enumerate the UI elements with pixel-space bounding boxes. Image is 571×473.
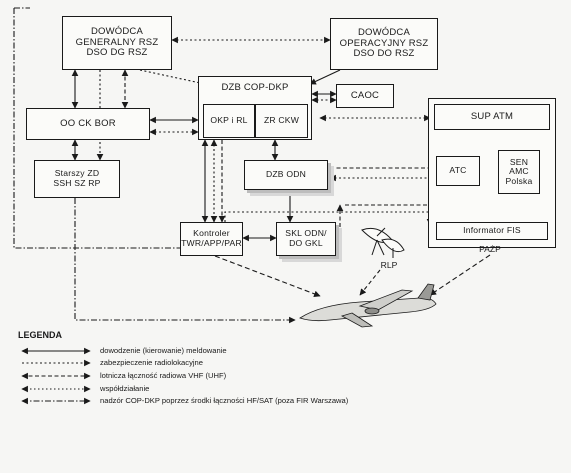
- link-hfsat: [13, 8, 191, 252]
- node-do-line3: DSO DO RSZ: [353, 48, 415, 60]
- legend-item-solid: dowodzenie (kierowanie) meldowanie: [18, 346, 558, 358]
- node-cop-title: DZB COP-DKP: [221, 82, 289, 93]
- node-starszy-zd: Starszy ZD SSH SZ RP: [34, 160, 120, 198]
- node-sup-atm: SUP ATM: [434, 104, 550, 130]
- radar-icon: [361, 227, 405, 258]
- node-sup-label: SUP ATM: [470, 110, 514, 122]
- node-starszy-line2: SSH SZ RP: [53, 178, 101, 188]
- node-odn-label: DZB ODN: [265, 169, 307, 180]
- node-okp-rl: OKP i RL: [203, 104, 255, 138]
- node-atc: ATC: [436, 156, 480, 186]
- legend-item-dashed: zabezpieczenie radiolokacyjne: [18, 358, 558, 370]
- node-rlp-label: RLP: [380, 260, 398, 270]
- node-fis-label: Informator FIS: [463, 225, 521, 236]
- node-starszy-line1: Starszy ZD: [54, 168, 100, 179]
- node-dg-line1: DOWÓDCA: [90, 26, 144, 38]
- node-skl-odn: SKL ODN/ DO GKL: [276, 222, 336, 256]
- link-kontroler-atc: [224, 184, 439, 222]
- node-sen-line2: AMC: [509, 166, 529, 177]
- legend-label: zabezpieczenie radiolokacyjne: [100, 358, 204, 367]
- legend-label: nadzór COP-DKP poprzez środki łączności …: [100, 396, 349, 405]
- link-odn-fis: [345, 204, 434, 226]
- link-do-cop: [309, 69, 341, 85]
- node-zr-ckw: ZR CKW: [255, 104, 308, 138]
- aircraft-icon: [299, 283, 437, 328]
- legend-item-dashed-long: lotnicza łączność radiowa VHF (UHF): [18, 371, 558, 383]
- link-kontroler-aircraft: [214, 255, 321, 297]
- legend-label: lotnicza łączność radiowa VHF (UHF): [100, 371, 227, 380]
- legend-label: dowodzenie (kierowanie) meldowanie: [100, 346, 227, 355]
- node-caoc-label: CAOC: [350, 89, 380, 101]
- node-do-line2: OPERACYJNY RSZ: [339, 37, 429, 49]
- node-skl-line2: DO GKL: [289, 238, 323, 248]
- node-skl-line1: SKL ODN/: [285, 228, 327, 239]
- node-kontroler-line1: Kontroler: [193, 228, 230, 239]
- legend-label: współdziałanie: [100, 384, 150, 393]
- node-dg-line2: GENERALNY RSZ: [75, 36, 159, 48]
- link-rlp-aircraft: [359, 269, 381, 296]
- node-pazp-label: PAŻP: [479, 244, 501, 254]
- legend-item-dashdot: nadzór COP-DKP poprzez środki łączności …: [18, 396, 558, 408]
- node-oo-ck-bor: OO CK BOR: [26, 108, 150, 140]
- node-dg-line3: DSO DG RSZ: [86, 47, 148, 59]
- node-dowodca-generalny: DOWÓDCA GENERALNY RSZ DSO DG RSZ: [62, 16, 172, 70]
- node-oo-label: OO CK BOR: [60, 117, 116, 129]
- node-atc-label: ATC: [449, 165, 467, 176]
- legend-title: LEGENDA: [18, 330, 63, 340]
- node-okp-label: OKP i RL: [210, 115, 248, 126]
- legend-item-dotted: współdziałanie: [18, 384, 558, 396]
- node-dowodca-operacyjny: DOWÓDCA OPERACYJNY RSZ DSO DO RSZ: [330, 18, 438, 70]
- node-zr-label: ZR CKW: [263, 115, 300, 126]
- node-informator-fis: Informator FIS: [436, 222, 548, 240]
- node-sen-line3: Polska: [505, 175, 533, 186]
- node-dzb-odn: DZB ODN: [244, 160, 328, 190]
- link-fis-aircraft: [429, 254, 491, 296]
- node-sen-amc: SEN AMC Polska: [498, 150, 540, 194]
- legend-samples: [21, 347, 91, 405]
- link-starszy-aircraft: [74, 198, 296, 324]
- node-caoc: CAOC: [336, 84, 394, 108]
- node-kontroler-line2: TWR/APP/PAR: [181, 238, 242, 248]
- link-dg-cop: [139, 69, 206, 86]
- node-kontroler: Kontroler TWR/APP/PAR: [180, 222, 243, 256]
- node-sen-line1: SEN: [509, 156, 529, 167]
- node-do-line1: DOWÓDCA: [357, 27, 411, 39]
